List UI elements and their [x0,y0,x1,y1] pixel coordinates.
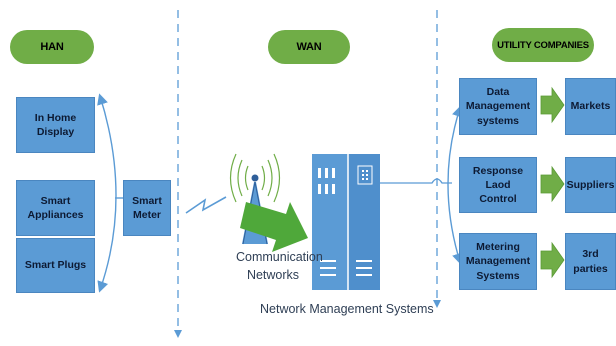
target-3rd-parties: 3rd parties [565,233,616,290]
utility-companies-header: UTILITY COMPANIES [492,28,594,62]
utility-data-management-systems: Data Management systems [459,78,537,135]
network-management-systems-label: Network Management Systems [260,302,434,316]
signal-icon [229,153,281,203]
server-rack-icon [312,154,380,290]
smart-meter: Smart Meter [123,180,171,236]
utility-response-load-control: Response Laod Control [459,157,537,213]
wan-header: WAN [268,30,350,64]
target-markets: Markets [565,78,616,135]
utility-metering-management-systems: Metering Management Systems [459,233,537,290]
arrow-to-3rd-parties [540,241,565,279]
utility-bracket-curve [447,105,463,265]
utility-arrows [540,86,565,279]
han-bracket-curve [97,93,117,293]
arrow-to-markets [540,86,565,124]
arrow-to-suppliers [540,165,565,203]
communication-networks-label: Communication Networks [236,250,323,283]
han-device-in-home-display: In Home Display [16,97,95,153]
green-arrow-icon [240,202,308,252]
han-device-smart-appliances: Smart Appliances [16,180,95,236]
separator-right-arrow [433,300,441,308]
target-suppliers: Suppliers [565,157,616,213]
han-header: HAN [10,30,94,64]
server-to-utility-link [380,178,452,184]
han-device-smart-plugs: Smart Plugs [16,238,95,293]
separator-left-arrow [174,330,182,338]
wireless-link [185,196,227,214]
